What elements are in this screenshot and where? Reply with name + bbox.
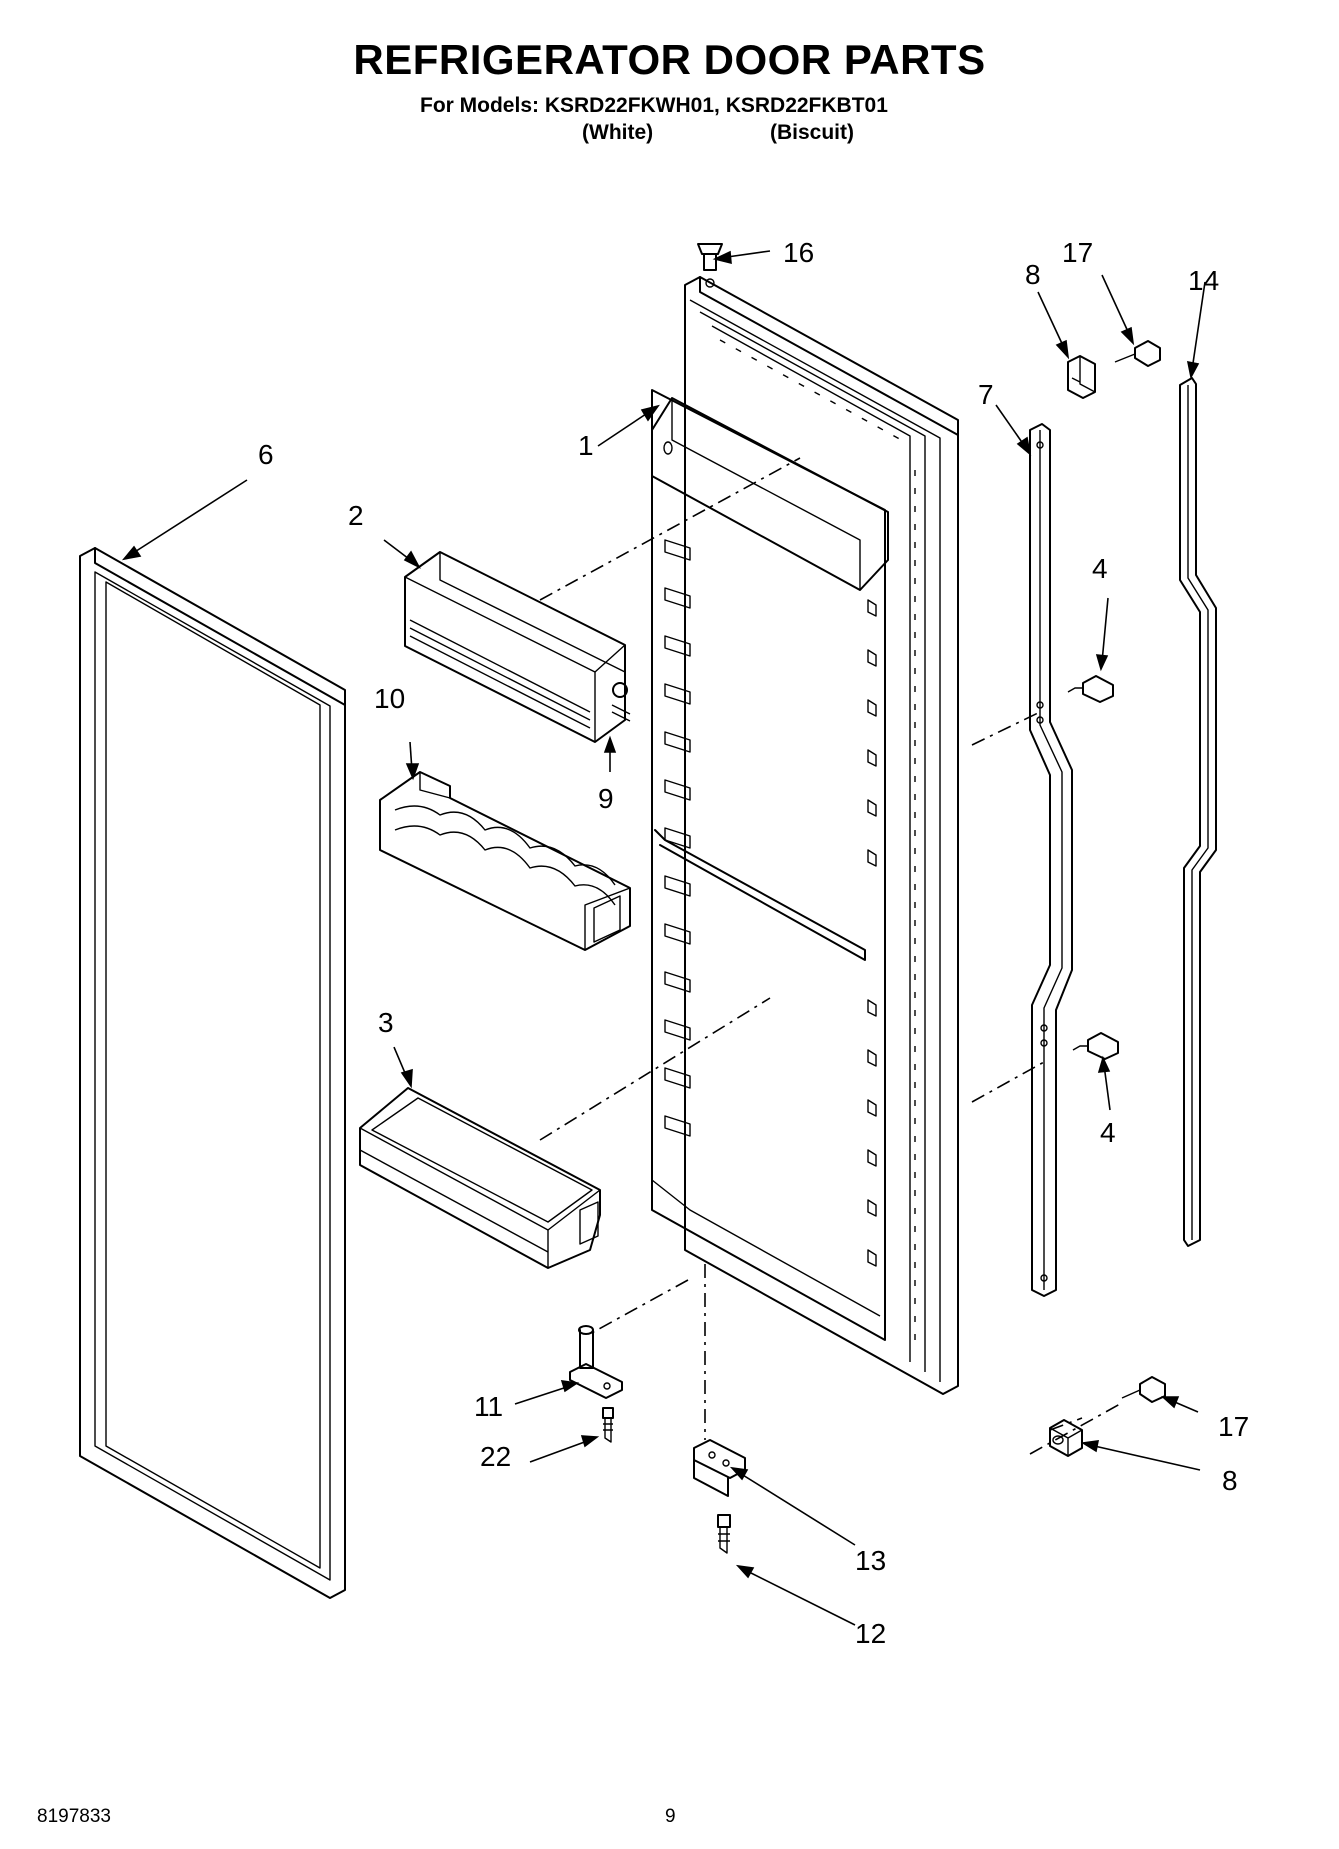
callout-9: 9	[598, 783, 614, 814]
screw-part-17-bottom	[1121, 1376, 1166, 1403]
hinge-pin-part-11	[569, 1325, 623, 1399]
assembly-lines	[539, 457, 1121, 1455]
callout-11: 11	[474, 1391, 503, 1422]
callout-4-top: 4	[1092, 553, 1108, 584]
callout-6: 6	[258, 439, 274, 470]
page-number: 9	[665, 1806, 676, 1827]
screw-part-4-bottom	[1072, 1032, 1119, 1060]
dairy-door-part	[404, 551, 631, 743]
models-line: For Models: KSRD22FKWH01, KSRD22FKBT01	[420, 94, 888, 117]
screw-part-22	[602, 1407, 614, 1443]
door-gasket-part	[79, 547, 346, 1599]
callout-10: 10	[374, 683, 405, 714]
screw-part-4-top	[1067, 675, 1114, 703]
callout-22: 22	[480, 1441, 511, 1472]
handle-bracket-part-8-top	[1067, 355, 1096, 399]
callout-17-bottom: 17	[1218, 1411, 1249, 1442]
plug-part-16	[697, 243, 723, 288]
door-liner-part	[651, 276, 959, 1395]
model-color-white: (White)	[582, 121, 654, 144]
callout-3: 3	[378, 1007, 394, 1038]
callout-1: 1	[578, 430, 594, 461]
callout-7: 7	[978, 379, 994, 410]
callout-13: 13	[855, 1545, 886, 1576]
callout-17-top: 17	[1062, 237, 1093, 268]
screw-part-12	[717, 1514, 731, 1554]
callout-16: 16	[783, 237, 814, 268]
page-title: REFRIGERATOR DOOR PARTS	[353, 36, 986, 83]
callout-14: 14	[1188, 265, 1219, 296]
door-trim-part-14	[1179, 377, 1217, 1247]
callout-2: 2	[348, 500, 364, 531]
model-color-biscuit: (Biscuit)	[770, 121, 854, 144]
handle-bracket-part-8-bottom	[1049, 1419, 1083, 1457]
callout-12: 12	[855, 1618, 886, 1649]
door-bin-part	[359, 1087, 601, 1269]
leader-lines	[121, 250, 1206, 1626]
callout-8-top: 8	[1025, 259, 1041, 290]
egg-bin-part	[379, 771, 631, 951]
screw-part-17-top	[1114, 340, 1161, 367]
door-trim-part-7	[1029, 423, 1073, 1297]
callout-4-bottom: 4	[1100, 1117, 1116, 1148]
callout-8-bottom: 8	[1222, 1465, 1238, 1496]
document-number: 8197833	[37, 1806, 111, 1827]
